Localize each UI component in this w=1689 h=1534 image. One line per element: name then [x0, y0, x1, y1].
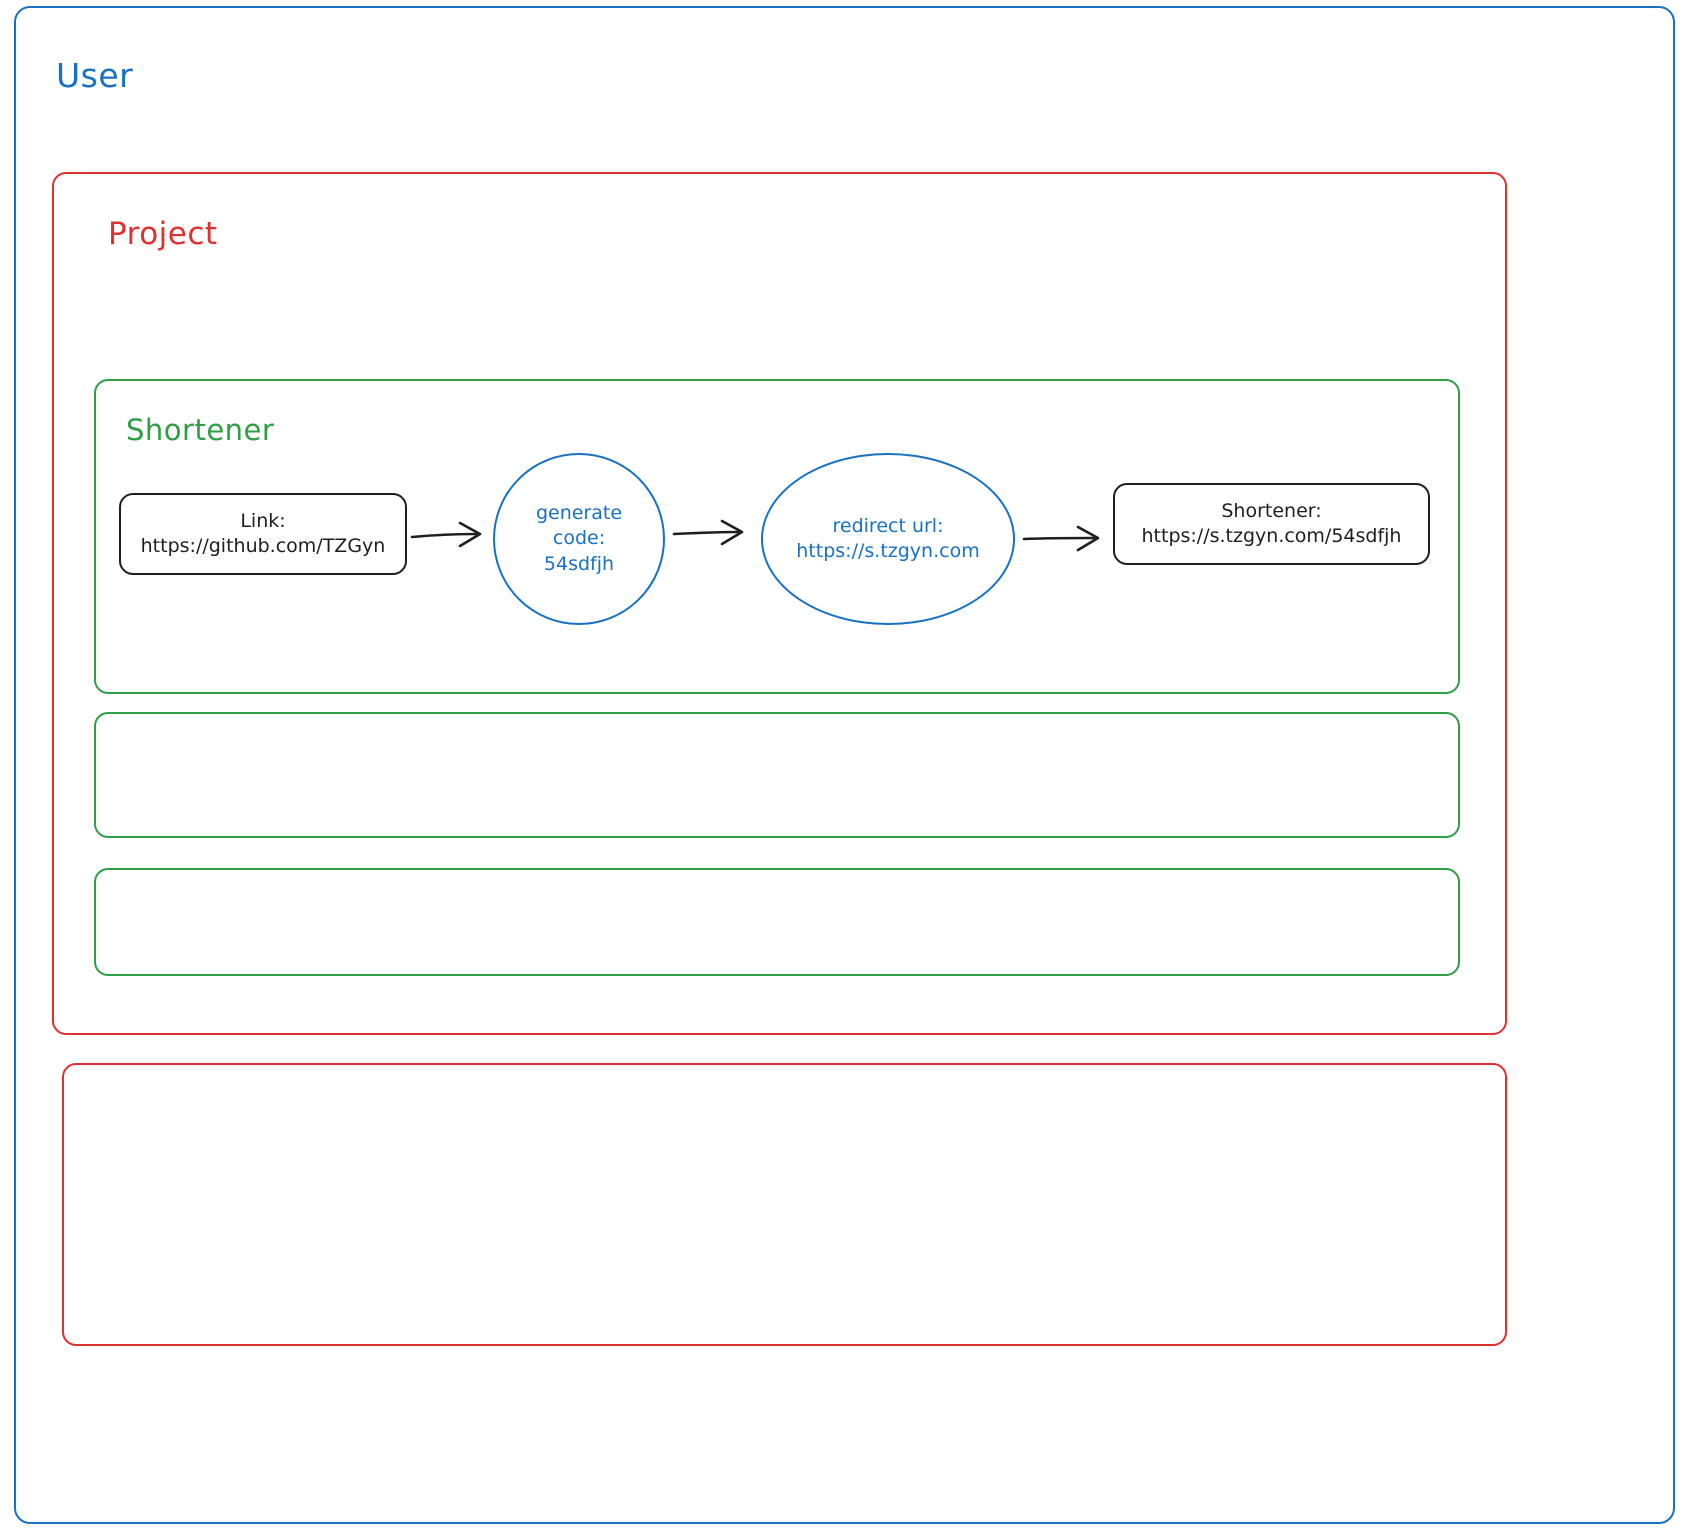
- arrow-redirect-to-shortener: [1022, 525, 1100, 552]
- user-frame[interactable]: [14, 6, 1675, 1524]
- node-generate-line-3: 54sdfjh: [543, 552, 615, 575]
- node-shortener-output-line-2: https://s.tzgyn.com/54sdfjh: [1141, 525, 1402, 547]
- node-shortener-output-line-1: Shortener:: [1221, 499, 1322, 522]
- project-frame[interactable]: [52, 172, 1507, 1035]
- shortener-group-label: Shortener: [126, 413, 275, 447]
- empty-green-group-3[interactable]: [94, 868, 1460, 976]
- empty-green-group-2[interactable]: [94, 712, 1460, 838]
- shortener-group-frame[interactable]: [94, 379, 1460, 694]
- arrow-link-to-generate: [410, 521, 482, 548]
- empty-project-frame-2[interactable]: [62, 1063, 1507, 1346]
- user-frame-label: User: [56, 56, 134, 95]
- node-link-line-1: Link:: [240, 509, 286, 532]
- project-frame-label: Project: [108, 216, 218, 252]
- node-shortener-output[interactable]: Shortener: https://s.tzgyn.com/54sdfjh: [1113, 483, 1430, 565]
- node-redirect-line-1: redirect url:: [832, 514, 944, 537]
- node-link[interactable]: Link: https://github.com/TZGyn: [119, 493, 407, 575]
- node-generate-code[interactable]: generate code: 54sdfjh: [493, 453, 665, 625]
- arrow-generate-to-redirect: [672, 519, 744, 546]
- node-redirect-line-2: https://s.tzgyn.com: [796, 540, 980, 562]
- node-redirect-url[interactable]: redirect url: https://s.tzgyn.com: [761, 453, 1015, 625]
- node-generate-line-2: code:: [552, 527, 606, 550]
- node-link-line-2: https://github.com/TZGyn: [140, 535, 386, 557]
- node-generate-line-1: generate: [535, 502, 623, 525]
